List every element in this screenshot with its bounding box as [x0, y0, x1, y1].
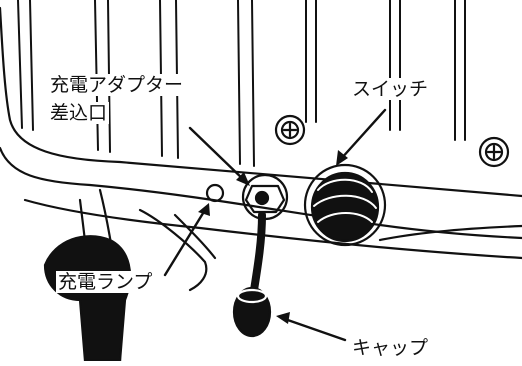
switch-label: スイッチ	[350, 78, 430, 100]
charger-port-label-line2: 差込口	[48, 102, 109, 124]
charge-lamp	[207, 185, 223, 201]
cap-label: キャップ	[350, 337, 430, 359]
charger-port-label-line1: 充電アダプター	[48, 74, 185, 96]
switch-boot	[305, 165, 385, 245]
charge-lamp-label: 充電ランプ	[56, 271, 154, 293]
left-knob	[45, 236, 130, 361]
cap	[234, 288, 270, 336]
screw-2	[480, 138, 508, 166]
screw-1	[276, 116, 304, 144]
cap-tether	[254, 215, 262, 290]
